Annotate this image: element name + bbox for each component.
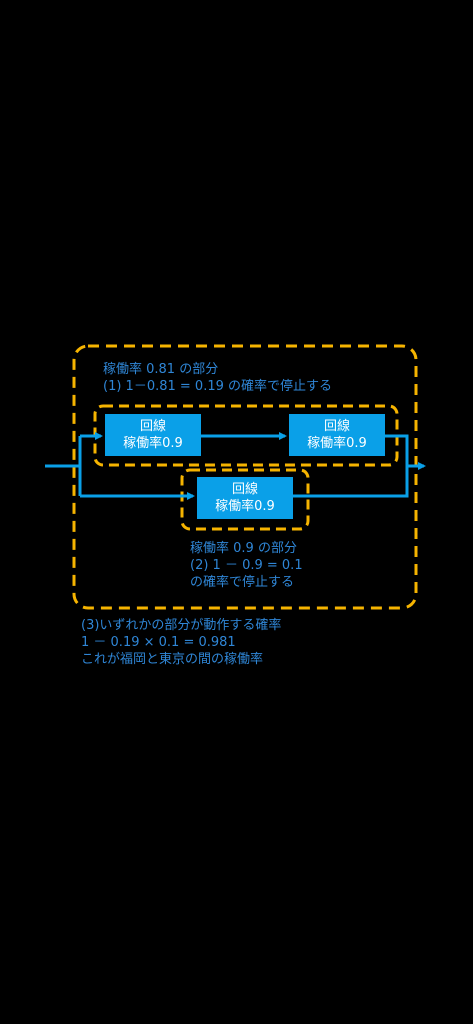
box-b-rate: 稼働率0.9	[307, 436, 367, 451]
line-box-c: 回線 稼働率0.9	[197, 477, 293, 519]
single-label: 稼働率 0.9 の部分 (2) 1 － 0.9 = 0.1 の確率で停止する	[190, 540, 303, 591]
result-label-line1: (3)いずれかの部分が動作する確率	[81, 618, 282, 633]
series-label-line1: 稼働率 0.81 の部分	[103, 362, 219, 377]
series-label: 稼働率 0.81 の部分 (1) 1－0.81 = 0.19 の確率で停止する	[103, 361, 332, 395]
box-a-rate: 稼働率0.9	[123, 436, 183, 451]
result-label: (3)いずれかの部分が動作する確率 1 － 0.19 × 0.1 = 0.981…	[81, 617, 281, 668]
single-label-line1: 稼働率 0.9 の部分	[190, 541, 297, 556]
outer-dashed-frame	[72, 344, 418, 610]
single-label-line3: の確率で停止する	[190, 575, 295, 590]
line-from-box-b	[385, 434, 409, 466]
line-box-b: 回線 稼働率0.9	[289, 414, 385, 456]
series-label-line2: (1) 1－0.81 = 0.19 の確率で停止する	[103, 379, 332, 394]
single-label-line2: (2) 1 － 0.9 = 0.1	[190, 558, 303, 573]
box-c-title: 回線	[231, 482, 258, 497]
single-dashed-frame	[180, 468, 310, 531]
result-label-line3: これが福岡と東京の間の稼働率	[81, 652, 264, 667]
line-box-a: 回線 稼働率0.9	[105, 414, 201, 456]
line-from-box-c	[293, 466, 409, 498]
box-c-rate: 稼働率0.9	[215, 499, 275, 514]
result-label-line2: 1 － 0.19 × 0.1 = 0.981	[81, 635, 236, 650]
box-a-title: 回線	[139, 419, 166, 434]
box-b-title: 回線	[323, 419, 350, 434]
